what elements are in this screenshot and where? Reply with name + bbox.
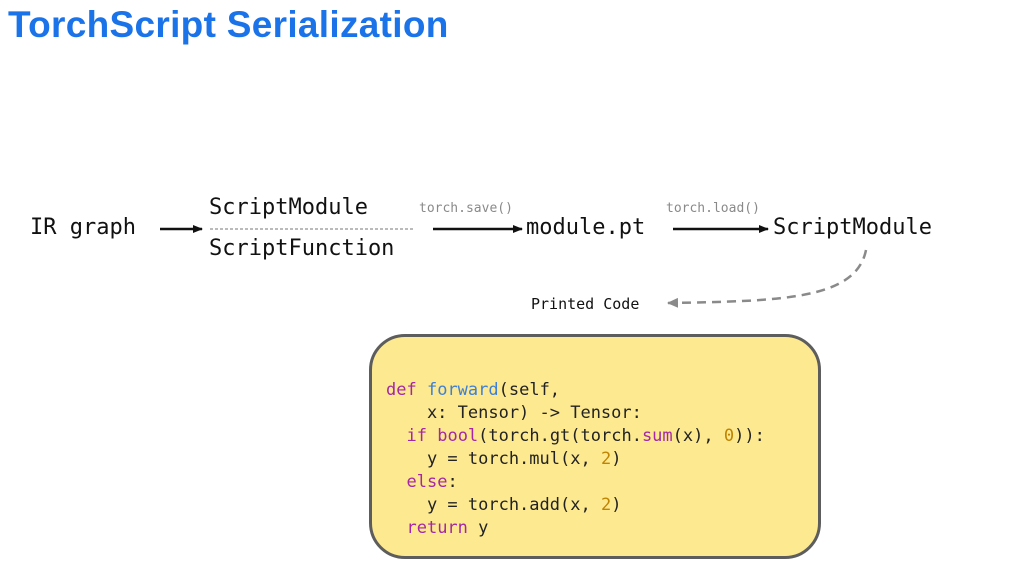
code-keyword: else [406, 472, 448, 492]
arrow-printed-code [667, 249, 868, 308]
code-text: y = torch.mul(x, [386, 449, 601, 469]
code-keyword: def [386, 380, 417, 400]
code-keyword: if [406, 426, 427, 446]
code-text: ) [611, 495, 622, 515]
script-function-label: ScriptFunction [209, 236, 395, 261]
code-number: 2 [600, 449, 612, 469]
printed-code-label: Printed Code [531, 295, 640, 313]
code-text: (self, [498, 380, 561, 400]
code-text: ) [611, 449, 622, 469]
code-text: y [467, 518, 489, 538]
code-text: (torch.gt(torch. [478, 426, 642, 446]
module-file-label: module.pt [526, 215, 646, 240]
script-module-label: ScriptModule [209, 195, 368, 220]
code-builtin: sum [641, 426, 673, 446]
torch-load-label: torch.load() [666, 201, 760, 216]
code-text: )): [734, 426, 765, 446]
code-text: : [447, 472, 458, 492]
code-keyword: return [406, 518, 468, 538]
code-builtin: bool [437, 426, 479, 446]
code-function-name: forward [426, 380, 499, 400]
ir-graph-label: IR graph [30, 215, 136, 240]
code-text: (x), [672, 426, 724, 446]
code-text: x: Tensor) -> Tensor: [386, 403, 642, 423]
page-title: TorchScript Serialization [8, 4, 449, 45]
code-number: 0 [723, 426, 735, 446]
code-block: def forward(self, x: Tensor) -> Tensor: … [386, 379, 765, 540]
torch-save-label: torch.save() [419, 201, 513, 216]
code-box [369, 334, 821, 559]
code-text: y = torch.add(x, [386, 495, 601, 515]
loaded-script-module-label: ScriptModule [773, 215, 932, 240]
code-number: 2 [600, 495, 612, 515]
